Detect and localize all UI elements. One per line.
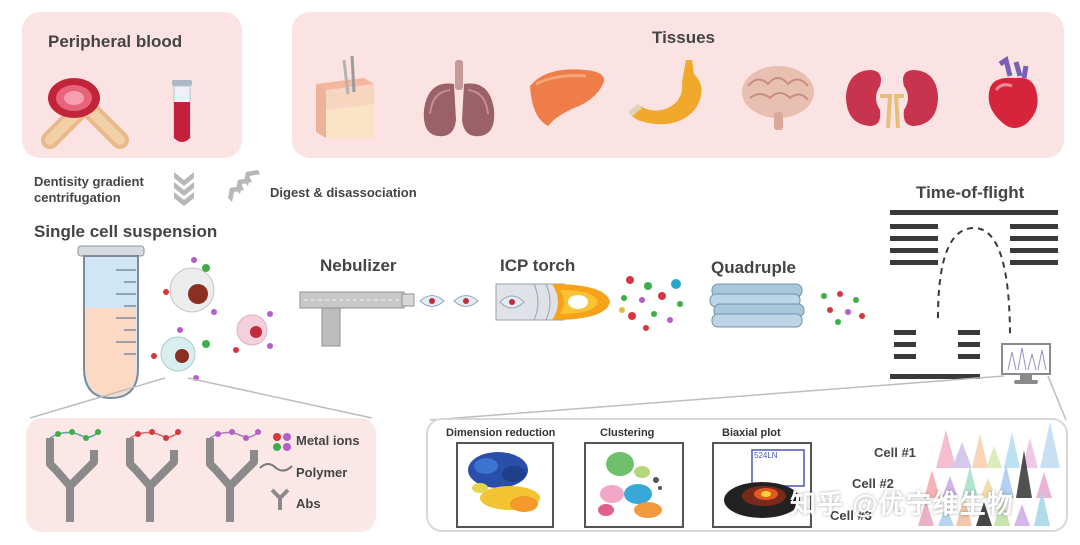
test-tube-icon <box>77 245 145 400</box>
cell1-label: Cell #1 <box>874 445 916 460</box>
density-label: Dentisity gradient <box>34 174 144 189</box>
cell-icon <box>163 257 217 315</box>
peripheral-blood-title: Peripheral blood <box>48 32 183 51</box>
centrifugation-label: centrifugation <box>34 190 121 205</box>
dimension-label: Dimension reduction <box>446 427 556 439</box>
cluster-scatter <box>598 452 662 518</box>
tof-icon <box>890 210 1058 379</box>
metal-ions-icon <box>273 433 291 451</box>
nebulizer-icon <box>299 291 415 347</box>
digest-label: Digest & disassociation <box>270 185 417 200</box>
tof-title: Time-of-flight <box>916 183 1025 202</box>
biaxial-density <box>724 449 805 518</box>
clustering-plot <box>584 442 684 528</box>
chevron-diagonal-icon <box>228 170 260 202</box>
clustering-label: Clustering <box>600 427 655 439</box>
abs-label: Abs <box>296 496 321 511</box>
stomach-icon <box>628 60 702 125</box>
droplet-icon <box>419 295 479 307</box>
brain-icon <box>742 66 814 130</box>
heart-icon <box>988 55 1038 128</box>
polymer-icon <box>259 463 293 472</box>
biaxial-plot: 524LN <box>712 442 812 528</box>
nebulizer-title: Nebulizer <box>320 256 397 275</box>
cell3-label: Cell #3 <box>830 508 872 523</box>
suspension-title: Single cell suspension <box>34 222 218 241</box>
quadruple-title: Quadruple <box>711 258 797 277</box>
chevron-down-icon <box>174 172 194 206</box>
lungs-icon <box>423 60 495 137</box>
antibody-icon <box>46 429 261 522</box>
polymer-label: Polymer <box>296 465 348 480</box>
cell-icon <box>233 311 273 353</box>
kidneys-icon <box>846 70 938 129</box>
spectra-peaks <box>918 422 1060 526</box>
liver-icon <box>530 69 605 126</box>
tissues-title: Tissues <box>652 28 716 47</box>
blood-vessel-icon <box>41 78 129 149</box>
icp-torch-icon <box>495 283 610 321</box>
quadruple-icon <box>709 283 805 328</box>
icp-title: ICP torch <box>500 256 576 275</box>
biaxial-label: Biaxial plot <box>722 427 781 439</box>
metal-ions-icon <box>821 291 865 325</box>
biaxial-gate-label: 524LN <box>754 451 778 460</box>
skin-icon <box>316 55 374 138</box>
metal-ions-icon <box>619 276 683 331</box>
test-tube-icon <box>172 80 192 142</box>
cell2-label: Cell #2 <box>852 476 894 491</box>
watermark: 知乎 @优宁维生物 <box>790 489 1014 519</box>
monitor-icon <box>1001 343 1051 384</box>
dimension-plot <box>456 442 554 528</box>
metal-ions-label: Metal ions <box>296 433 360 448</box>
tsne-scatter <box>468 452 540 512</box>
antibody-icon <box>270 488 290 510</box>
